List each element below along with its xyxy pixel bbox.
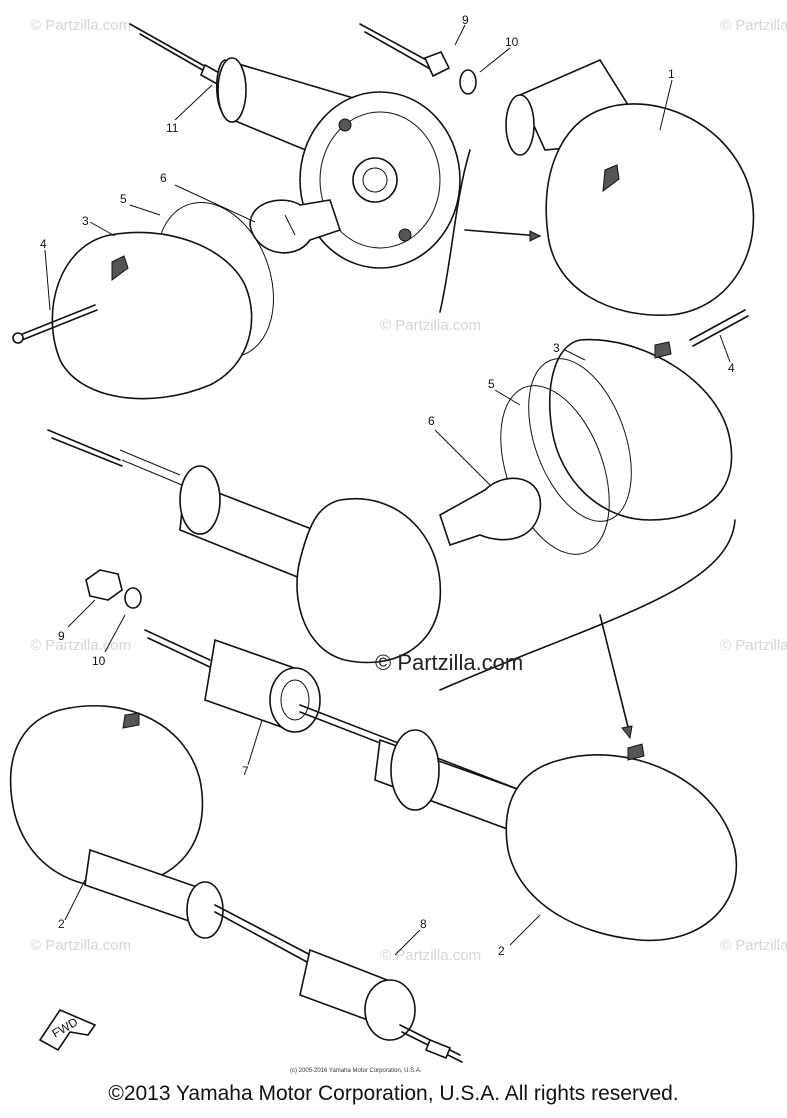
callout-6: 6 <box>160 171 167 185</box>
fwd-arrow-icon: FWD <box>38 1009 97 1052</box>
callout-2: 2 <box>58 917 65 931</box>
callout-7: 7 <box>242 764 249 778</box>
callout-3: 3 <box>82 214 89 228</box>
watermark-text: © Partzilla.com <box>30 637 131 654</box>
bottom-flasher-assembly <box>9 569 738 1063</box>
watermark-text: © Partzilla.com <box>380 947 481 964</box>
watermark-center-text: © Partzilla.com <box>375 650 523 675</box>
callout-2: 2 <box>498 944 505 958</box>
top-left-housing-assembly <box>12 23 461 400</box>
callout-10: 10 <box>92 654 106 668</box>
callout-5: 5 <box>120 192 127 206</box>
watermark-text: © Partzilla.com <box>720 17 787 34</box>
watermark-layer: © Partzilla.com © Partzilla.com © Partzi… <box>30 17 787 964</box>
callout-11: 11 <box>166 121 179 135</box>
watermark-text: © Partzilla.com <box>720 637 787 654</box>
leader-lines <box>44 24 731 956</box>
callout-3: 3 <box>553 341 560 355</box>
callout-9: 9 <box>462 13 469 27</box>
callout-8: 8 <box>420 917 427 931</box>
callout-6: 6 <box>428 414 435 428</box>
callout-4: 4 <box>40 237 47 251</box>
callout-9: 9 <box>58 629 65 643</box>
callout-5: 5 <box>488 377 495 391</box>
watermark-text: © Partzilla.com <box>380 317 481 334</box>
top-right-flasher-assembled <box>359 23 755 316</box>
middle-flasher-assembly <box>47 309 749 740</box>
small-copyright: (c) 2005-2016 Yamaha Motor Corporation, … <box>290 1068 422 1074</box>
callout-numbers: 1 2 2 3 3 4 4 5 5 6 6 7 8 9 9 10 10 11 <box>40 13 735 958</box>
callout-10: 10 <box>505 35 519 49</box>
watermark-text: © Partzilla.com <box>30 937 131 954</box>
callout-1: 1 <box>668 67 675 81</box>
callout-4: 4 <box>728 361 735 375</box>
watermark-text: © Partzilla.com <box>30 17 131 34</box>
footer-copyright: ©2013 Yamaha Motor Corporation, U.S.A. A… <box>108 1082 679 1105</box>
watermark-text: © Partzilla.com <box>720 937 787 954</box>
